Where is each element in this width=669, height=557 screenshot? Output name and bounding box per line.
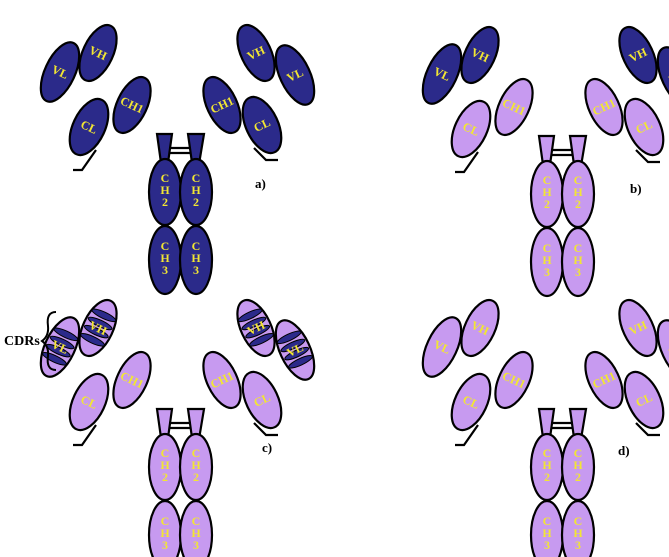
ch1-left: CH1 [106, 346, 159, 413]
ch2-right-label: 2 [575, 470, 581, 484]
vl-right: VL [268, 40, 322, 111]
ch2-left: CH2 [531, 161, 563, 227]
ch3-right: CH3 [180, 226, 212, 294]
ch1-right: CH1 [196, 346, 249, 413]
ch2-left-label: 2 [544, 197, 550, 211]
vh-right: VH [230, 19, 283, 86]
ch2-right-label: 2 [193, 195, 199, 209]
cl-right: CL [617, 366, 669, 434]
cl-left: CL [62, 368, 116, 436]
ch2-left-label: 2 [162, 195, 168, 209]
ch1-left: CH1 [488, 346, 541, 413]
ch3-left-label: 3 [162, 538, 168, 552]
ch1-right: CH1 [578, 73, 631, 140]
antibody-panel-a: VLVHCLCH1VHVLCH1CLCH2CH2CH3CH3 [33, 19, 322, 294]
vh-right: VH [612, 294, 665, 361]
cl-left: CL [444, 95, 498, 163]
ch3-left: CH3 [149, 501, 181, 557]
ch2-left: CH2 [149, 159, 181, 225]
panel-label-d: d) [618, 443, 630, 458]
ch3-right-label: 3 [193, 263, 199, 277]
ch2-right-label: 2 [575, 197, 581, 211]
ch3-left: CH3 [149, 226, 181, 294]
vh-right: VH [230, 294, 283, 361]
panel-label-c: c) [262, 440, 272, 455]
ch3-left-label: 3 [162, 263, 168, 277]
ch3-right-label: 3 [575, 538, 581, 552]
ch1-left: CH1 [106, 71, 159, 138]
cl-right: CL [617, 93, 669, 161]
ch3-left: CH3 [531, 228, 563, 296]
ch1-right: CH1 [578, 346, 631, 413]
ch3-right-label: 3 [193, 538, 199, 552]
ch2-right: CH2 [562, 161, 594, 227]
vl-right: VL [268, 315, 322, 386]
panel-label-b: b) [630, 181, 642, 196]
ch1-right: CH1 [196, 71, 249, 138]
cl-right: CL [235, 91, 289, 159]
ch3-right: CH3 [180, 501, 212, 557]
cl-right: CL [235, 366, 289, 434]
ch2-right: CH2 [180, 159, 212, 225]
ch2-left: CH2 [149, 434, 181, 500]
ch3-left-label: 3 [544, 265, 550, 279]
ch3-right-label: 3 [575, 265, 581, 279]
ch2-left-label: 2 [544, 470, 550, 484]
ch3-right: CH3 [562, 228, 594, 296]
ch2-right: CH2 [180, 434, 212, 500]
panel-label-a: a) [255, 176, 266, 191]
cl-left: CL [62, 93, 116, 161]
ch2-right: CH2 [562, 434, 594, 500]
ch2-right-label: 2 [193, 470, 199, 484]
ch3-left: CH3 [531, 501, 563, 557]
ch1-left: CH1 [488, 73, 541, 140]
ch3-left-label: 3 [544, 538, 550, 552]
ch2-left-label: 2 [162, 470, 168, 484]
cl-left: CL [444, 368, 498, 436]
vh-right: VH [612, 21, 665, 88]
ch2-left: CH2 [531, 434, 563, 500]
ch3-right: CH3 [562, 501, 594, 557]
cdr-label: CDRs [4, 334, 40, 349]
